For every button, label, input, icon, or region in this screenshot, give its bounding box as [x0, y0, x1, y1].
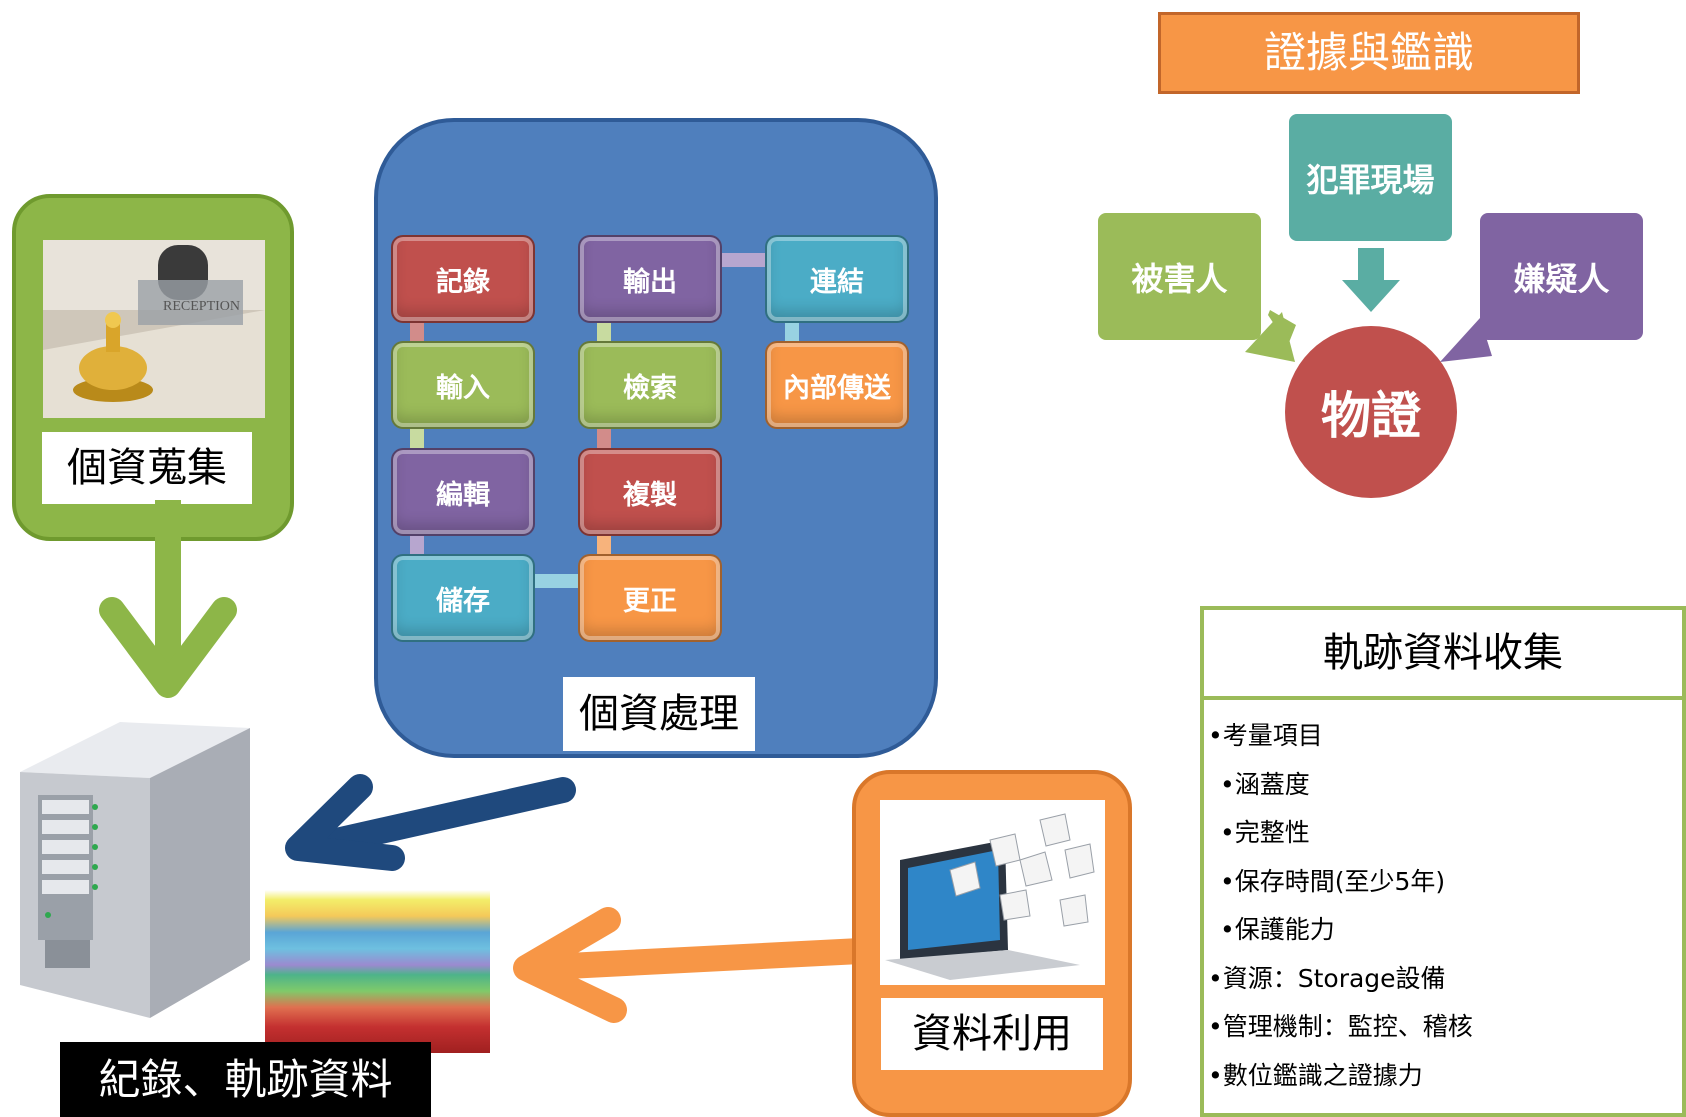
blue-left-arrow — [285, 774, 576, 871]
connector-store-correct — [534, 574, 580, 588]
laptop-documents-illustration — [885, 813, 1095, 980]
green-down-arrow — [99, 500, 237, 698]
step-output: 輸出 — [578, 235, 722, 323]
processing-panel — [374, 118, 938, 758]
evidence-forensics-title: 證據與鑑識 — [1158, 12, 1580, 94]
step-input: 輸入 — [391, 341, 535, 429]
processing-label: 個資處理 — [563, 677, 755, 751]
list-item: •資源：Storage設備 — [1208, 963, 1446, 993]
connector-output-link — [722, 253, 768, 267]
victim-box: 被害人 — [1098, 213, 1261, 340]
records-label: 紀錄、軌跡資料 — [60, 1042, 431, 1117]
list-item: •管理機制：監控、稽核 — [1208, 1012, 1473, 1041]
connector-copy-correct — [597, 533, 611, 557]
step-internal-transfer: 內部傳送 — [765, 341, 909, 429]
step-copy: 複製 — [578, 448, 722, 536]
suspect-box: 嫌疑人 — [1480, 213, 1643, 340]
connector-record-input — [410, 320, 424, 344]
step-search: 檢索 — [578, 341, 722, 429]
step-correct: 更正 — [578, 554, 722, 642]
connector-input-edit — [410, 427, 424, 451]
trace-collection-title: 軌跡資料收集 — [1200, 606, 1686, 700]
list-item: •保護能力 — [1220, 915, 1335, 944]
crime-scene-box: 犯罪現場 — [1289, 114, 1452, 241]
laptop-photo — [880, 800, 1105, 985]
svg-text:RECEPTION: RECEPTION — [163, 299, 240, 314]
paper-stack-image — [265, 890, 490, 1053]
connector-edit-store — [410, 533, 424, 557]
suspect-arrow — [1440, 318, 1492, 362]
step-store: 儲存 — [391, 554, 535, 642]
step-edit: 編輯 — [391, 448, 535, 536]
server-icon — [20, 722, 250, 1018]
list-item: •完整性 — [1220, 818, 1310, 847]
physical-evidence-circle: 物證 — [1285, 326, 1457, 498]
connector-link-transfer — [785, 320, 799, 344]
list-item: •考量項目 — [1208, 721, 1323, 750]
collection-label: 個資蒐集 — [42, 432, 252, 504]
reception-bell-illustration: RECEPTION — [43, 240, 265, 418]
trace-collection-box — [1200, 606, 1686, 1117]
connector-search-copy — [597, 427, 611, 451]
connector-output-search — [597, 320, 611, 344]
crime-scene-arrow — [1342, 248, 1400, 312]
step-link: 連結 — [765, 235, 909, 323]
list-item: •數位鑑識之證據力 — [1208, 1060, 1423, 1090]
trace-collection-list: •考量項目 •涵蓋度 •完整性 •保存時間(至少5年) •保護能力 •資源：St… — [1208, 712, 1678, 1100]
step-record: 記錄 — [391, 235, 535, 323]
list-item: •保存時間(至少5年) — [1220, 866, 1446, 896]
orange-left-arrow — [513, 907, 893, 1023]
reception-photo: RECEPTION — [43, 240, 265, 418]
usage-label: 資料利用 — [881, 998, 1103, 1070]
list-item: •涵蓋度 — [1220, 769, 1310, 799]
